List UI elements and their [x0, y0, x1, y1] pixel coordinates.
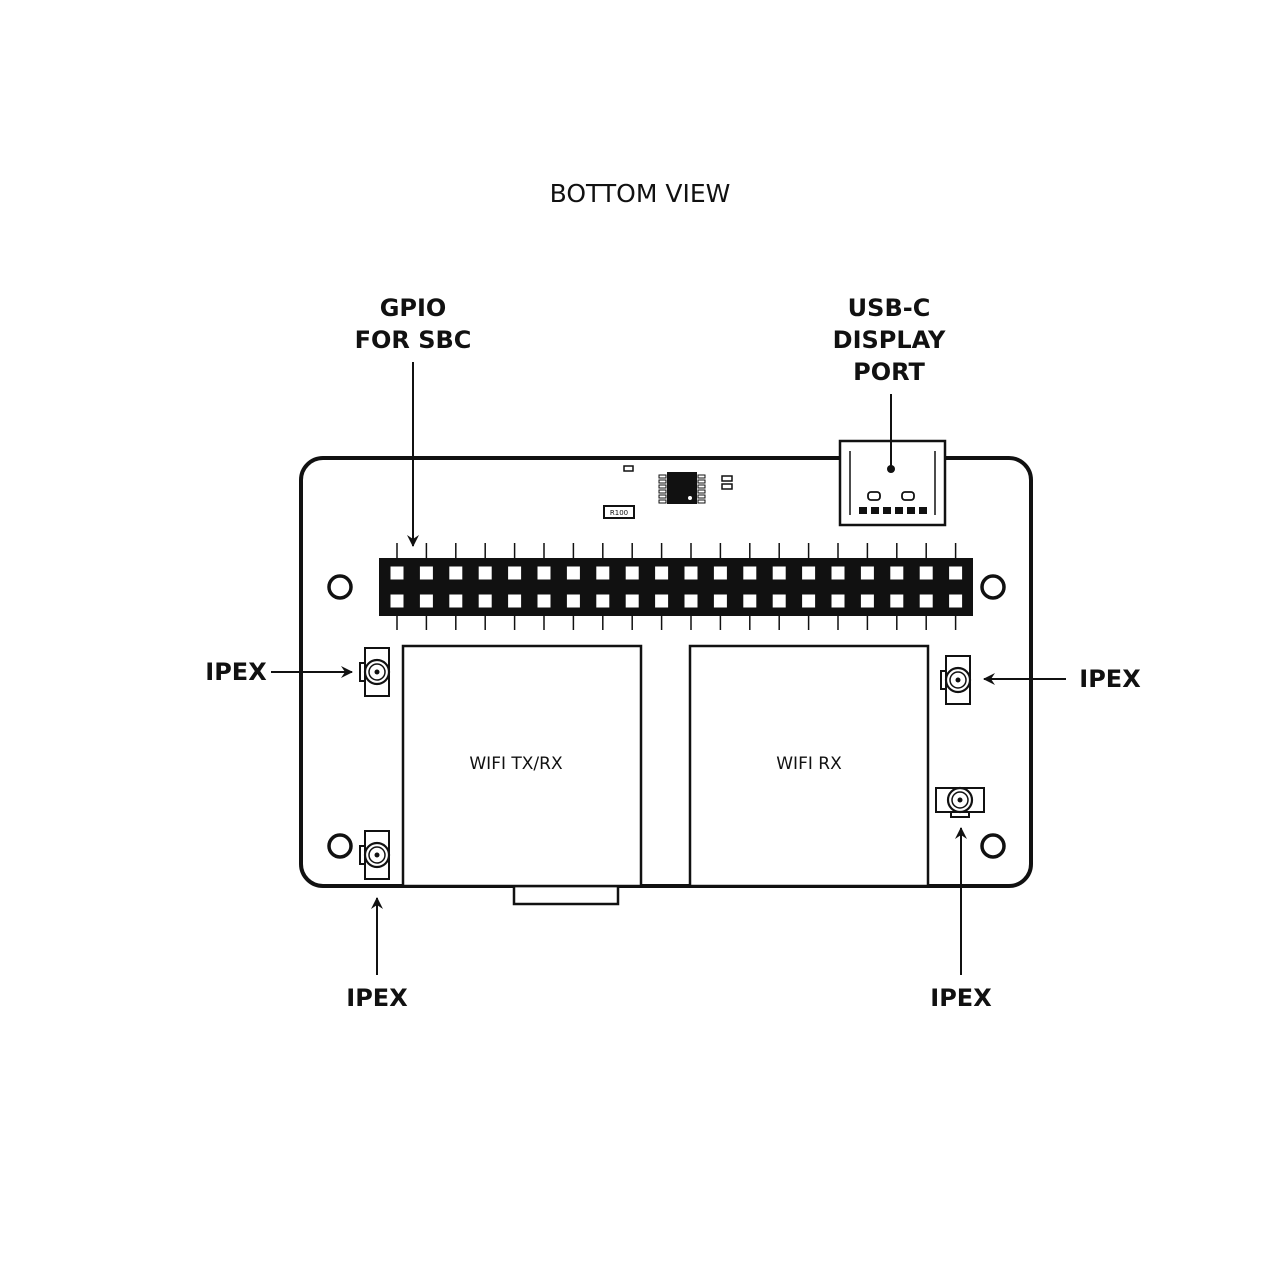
wifi-module-right: WIFI RX: [688, 644, 930, 888]
gpio-pin: [449, 594, 463, 608]
smd-capacitor-pair: [721, 475, 733, 490]
gpio-pin: [802, 594, 816, 608]
ipex-connector-left-top: [359, 647, 391, 697]
resistor-marking: R100: [610, 509, 628, 517]
gpio-pin: [419, 566, 433, 580]
callout-ipex-left-top: IPEX: [205, 658, 267, 686]
gpio-pin: [478, 566, 492, 580]
ic-chip: [658, 472, 706, 504]
gpio-pin: [625, 566, 639, 580]
gpio-pin: [713, 594, 727, 608]
wifi-module-right-label: WIFI RX: [776, 754, 842, 774]
diagram-title: BOTTOM VIEW: [550, 179, 731, 208]
gpio-pin: [831, 566, 845, 580]
gpio-pin: [743, 566, 757, 580]
ic-pin: [697, 494, 706, 499]
gpio-pin: [655, 566, 669, 580]
gpio-pin: [890, 566, 904, 580]
gpio-pin: [949, 594, 963, 608]
gpio-pin: [860, 594, 874, 608]
callout-ipex-right-bottom: IPEX: [930, 984, 992, 1012]
ipex-connector-right-top: [940, 655, 972, 705]
wifi-module-left-label: WIFI TX/RX: [469, 754, 563, 774]
gpio-pin: [802, 566, 816, 580]
mounting-hole-bottom-right: [980, 833, 1006, 859]
gpio-pin: [684, 566, 698, 580]
callout-usb-line-2: DISPLAY: [833, 326, 946, 354]
gpio-pin: [772, 594, 786, 608]
gpio-pin: [419, 594, 433, 608]
usb-c-connector: [838, 439, 947, 527]
gpio-header: [379, 543, 973, 630]
mounting-hole-bottom-left: [327, 833, 353, 859]
gpio-pin: [537, 566, 551, 580]
gpio-pin: [508, 594, 522, 608]
ic-pin: [697, 489, 706, 494]
gpio-pin: [713, 566, 727, 580]
ipex-connector-right-bottom: [935, 786, 985, 818]
ic-pin: [697, 484, 706, 489]
ipex-connector-left-bottom: [359, 830, 391, 880]
mounting-hole-top-left: [327, 574, 353, 600]
ic-pin: [658, 484, 667, 489]
mounting-hole-top-right: [980, 574, 1006, 600]
gpio-pin: [449, 566, 463, 580]
gpio-pin: [566, 566, 580, 580]
ic-pin: [658, 479, 667, 484]
smd-resistor: R100: [603, 505, 635, 519]
callout-ipex-right-top: IPEX: [1079, 665, 1141, 693]
gpio-pin: [684, 594, 698, 608]
ic-pin: [658, 499, 667, 504]
ic-pin: [697, 474, 706, 479]
gpio-pin: [537, 594, 551, 608]
smd-capacitor-top: [623, 465, 634, 472]
ic-pin: [658, 474, 667, 479]
ic-pin: [697, 499, 706, 504]
gpio-pin: [390, 594, 404, 608]
callout-gpio-line-1: GPIO: [380, 294, 447, 322]
gpio-pin: [772, 566, 786, 580]
gpio-pin: [655, 594, 669, 608]
gpio-pin: [890, 594, 904, 608]
callout-gpio-line-2: FOR SBC: [355, 326, 472, 354]
gpio-pin: [743, 594, 757, 608]
gpio-pin: [860, 566, 874, 580]
gpio-pin: [596, 594, 610, 608]
callout-ipex-left-bottom: IPEX: [346, 984, 408, 1012]
gpio-pin: [919, 566, 933, 580]
gpio-pin: [390, 566, 404, 580]
gpio-pin: [625, 594, 639, 608]
callout-usb-line-3: PORT: [853, 358, 925, 386]
ic-pin: [658, 494, 667, 499]
leader-usb-dot: [887, 465, 895, 473]
gpio-pin: [508, 566, 522, 580]
gpio-pin: [596, 566, 610, 580]
gpio-pin: [949, 566, 963, 580]
gpio-pin: [831, 594, 845, 608]
edge-connector: [512, 884, 620, 906]
gpio-pin: [478, 594, 492, 608]
callout-usb-line-1: USB-C: [848, 294, 931, 322]
gpio-pin: [919, 594, 933, 608]
ic-pin: [697, 479, 706, 484]
wifi-module-left: WIFI TX/RX: [401, 644, 643, 888]
gpio-pin: [566, 594, 580, 608]
ic-pin: [658, 489, 667, 494]
